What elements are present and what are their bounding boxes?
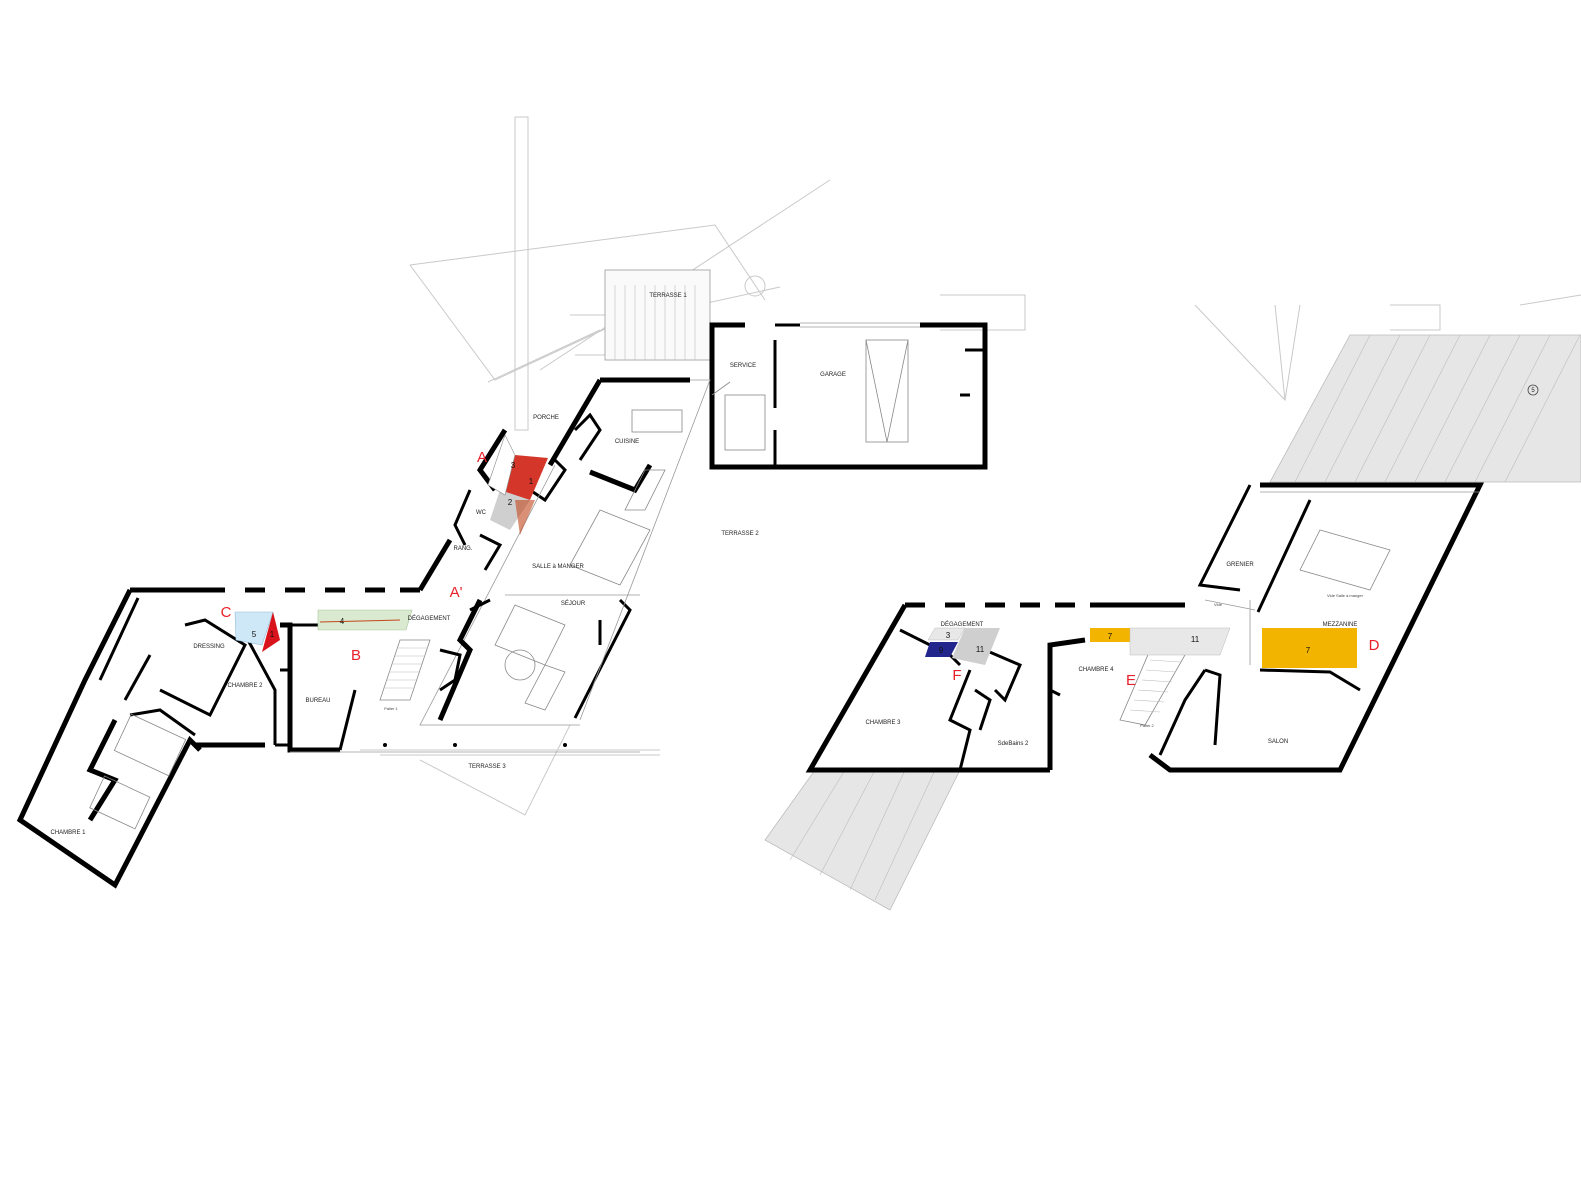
zone-11-upper-left: 11 — [976, 645, 985, 654]
marker-a: A — [477, 449, 487, 466]
label-wc: WC — [476, 510, 487, 516]
zone-7-upper-small: 7 — [1108, 632, 1113, 641]
label-sejour: SÉJOUR — [561, 600, 586, 607]
zone-numbers: 1 2 3 4 5 1 3 9 11 7 11 7 5 — [252, 388, 1536, 655]
marker-c: C — [221, 604, 232, 621]
label-sdebains-2: SdeBains 2 — [998, 741, 1029, 747]
label-chambre-1: CHAMBRE 1 — [50, 830, 86, 836]
zone-3-ground: 3 — [511, 461, 516, 470]
label-salle-a-manger: SALLE à MANGER — [532, 564, 584, 570]
marker-a-prime: A' — [450, 584, 463, 601]
label-garage: GARAGE — [820, 372, 846, 378]
marker-b: B — [351, 647, 361, 664]
upper-floor-zones — [925, 627, 1357, 668]
roof-planes — [764, 334, 1581, 911]
label-palier-2: Palier 2 — [1140, 723, 1154, 728]
room-labels: TERRASSE 1 TERRASSE 2 TERRASSE 3 SERVICE… — [50, 293, 1363, 836]
label-porche: PORCHE — [533, 415, 559, 421]
label-degagement-2: DÉGAGEMENT — [941, 621, 984, 628]
zone-7-upper-big: 7 — [1306, 646, 1311, 655]
upper-floor-plan — [805, 384, 1539, 773]
label-chambre-4: CHAMBRE 4 — [1078, 667, 1114, 673]
zone-5-roof: 5 — [1531, 388, 1535, 394]
label-vide: Vide — [1214, 602, 1223, 607]
ground-floor-plan — [16, 269, 988, 889]
marker-f: F — [952, 667, 961, 684]
label-grenier: GRENIER — [1226, 562, 1254, 568]
zone-2-ground: 2 — [508, 498, 513, 507]
label-terrasse-2: TERRASSE 2 — [721, 531, 759, 537]
label-vide-salle-a-manger: Vide Salle à manger — [1327, 593, 1364, 598]
zone-1-c: 1 — [270, 630, 275, 639]
label-chambre-3: CHAMBRE 3 — [865, 720, 901, 726]
zone-5-ground: 5 — [252, 630, 257, 639]
label-terrasse-3: TERRASSE 3 — [468, 764, 506, 770]
zone-1-ground: 1 — [529, 477, 534, 486]
zone-11-upper-mid: 11 — [1191, 635, 1200, 644]
label-rang: RANG. — [453, 546, 472, 552]
label-salon: SALON — [1268, 739, 1288, 745]
zone-3-upper: 3 — [946, 631, 951, 640]
zone-4-ground: 4 — [340, 617, 345, 626]
label-dressing: DRESSING — [193, 644, 225, 650]
marker-e: E — [1126, 672, 1136, 689]
label-terrasse-1: TERRASSE 1 — [649, 293, 687, 299]
label-bureau: BUREAU — [305, 698, 330, 704]
zone-9-upper: 9 — [939, 646, 944, 655]
label-chambre-2: CHAMBRE 2 — [227, 683, 263, 689]
label-palier-1: Palier 1 — [384, 706, 398, 711]
label-degagement: DÉGAGEMENT — [408, 615, 451, 622]
label-cuisine: CUISINE — [615, 439, 639, 445]
section-markers: A A' B C D E F — [221, 449, 1380, 689]
label-mezzanine: MEZZANINE — [1323, 622, 1358, 628]
label-service: SERVICE — [730, 363, 756, 369]
ground-floor-zones — [234, 434, 548, 652]
marker-d: D — [1369, 637, 1380, 654]
